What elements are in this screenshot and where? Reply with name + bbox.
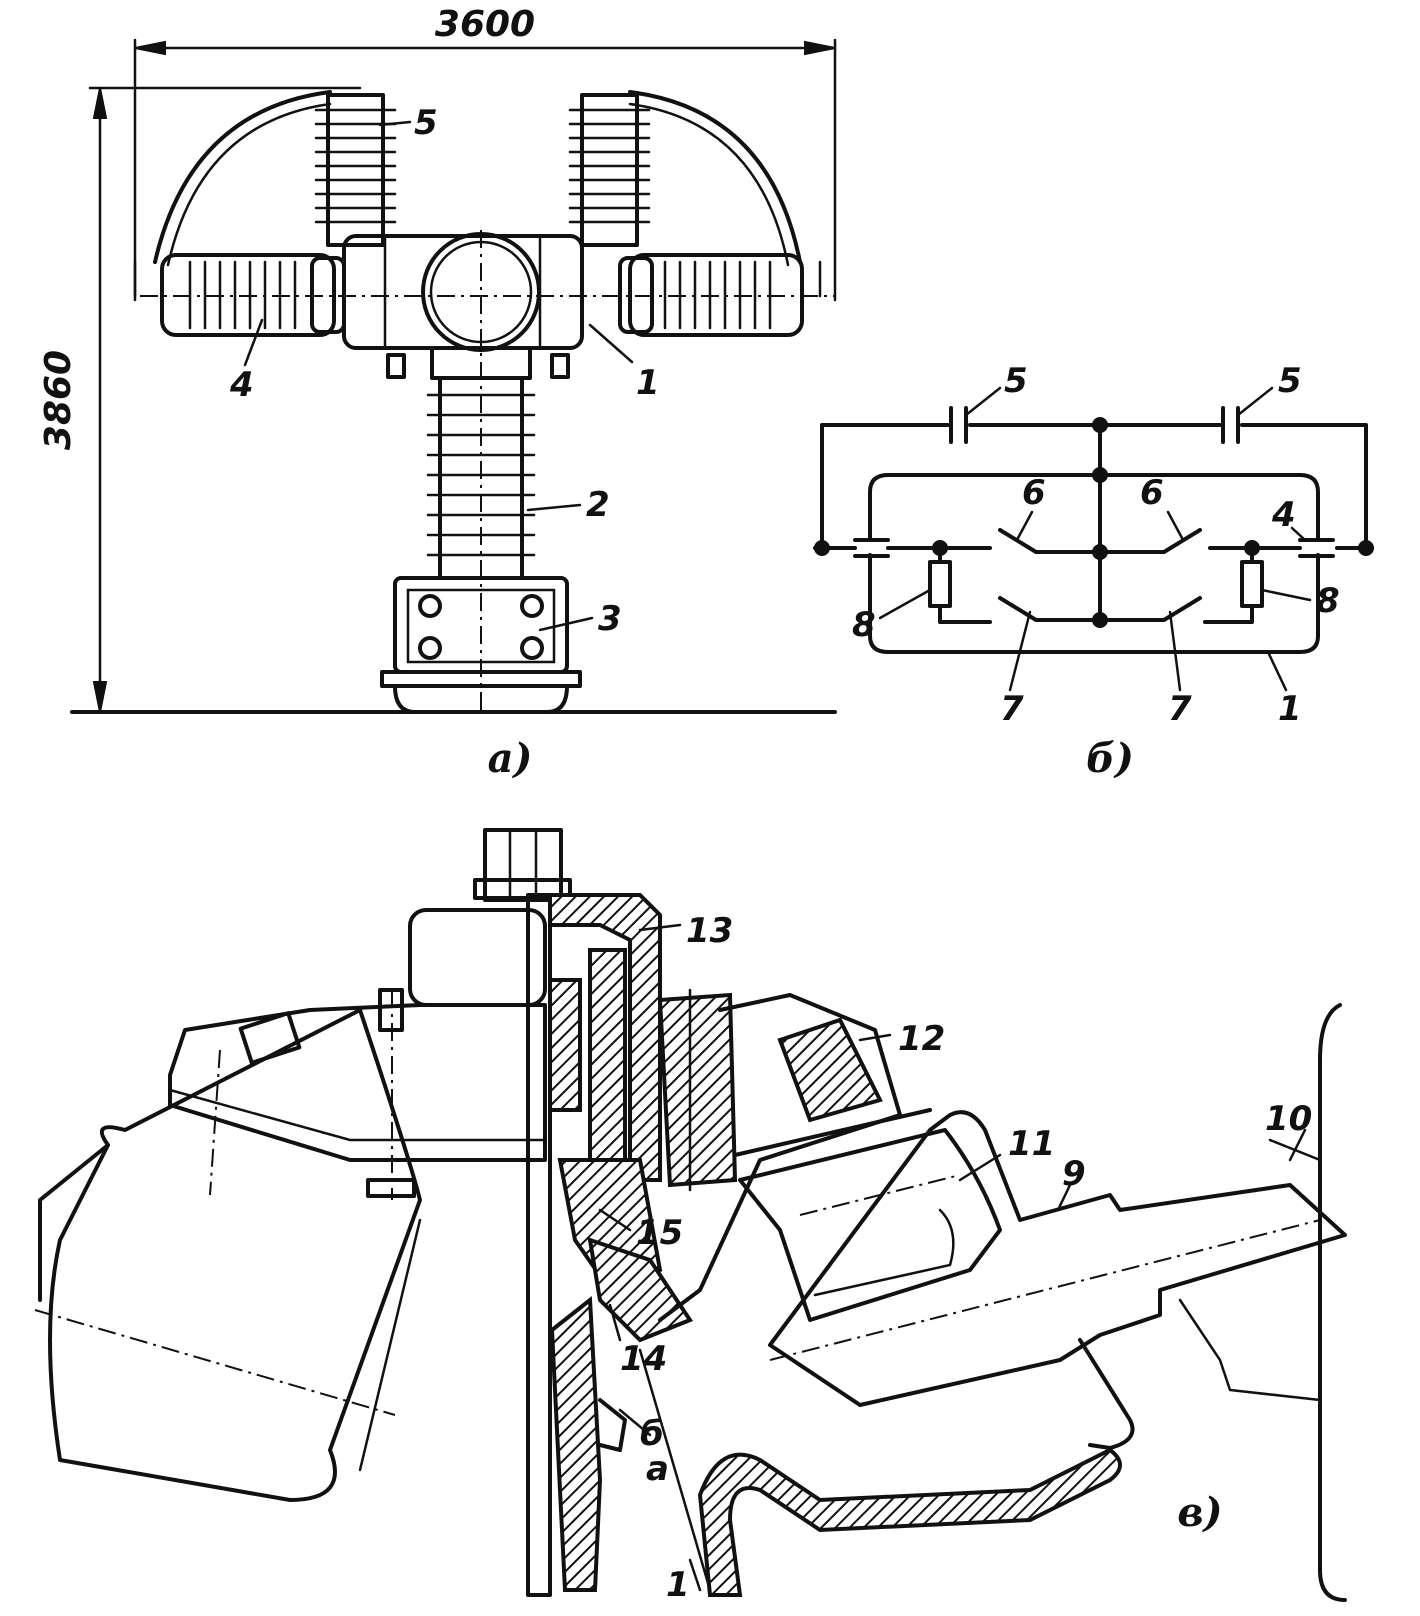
central-rod — [526, 893, 552, 1597]
label-b-section: б — [640, 1414, 664, 1454]
right-capacitor-insulator — [568, 93, 651, 247]
caption-b: б) — [1086, 735, 1134, 782]
resistor-left — [928, 560, 952, 608]
width-dimension: 3600 — [133, 4, 837, 302]
tank-wall-1 — [697, 1447, 1122, 1597]
upper-housing — [168, 1003, 547, 1162]
label-4-schematic: 4 — [1271, 495, 1296, 535]
label-10: 10 — [1265, 1099, 1312, 1139]
caption-a: а) — [488, 735, 533, 782]
contact-arm-9 — [768, 1110, 1347, 1407]
label-5-left: 5 — [1004, 361, 1028, 401]
figure-a-breaker-elevation: 3600 3860 — [38, 4, 837, 782]
right-interrupter-chamber — [618, 253, 804, 337]
lower-guide — [549, 1296, 603, 1592]
label-8-left: 8 — [852, 605, 876, 645]
label-12: 12 — [898, 1019, 945, 1059]
label-9: 9 — [1062, 1154, 1086, 1194]
label-11: 11 — [1008, 1124, 1055, 1164]
label-1: 1 — [636, 363, 660, 403]
top-nut — [473, 828, 572, 902]
label-a-section: а — [646, 1449, 669, 1489]
label-4: 4 — [229, 365, 254, 405]
label-5-right: 5 — [1278, 361, 1302, 401]
label-7-left: 7 — [1000, 689, 1024, 729]
metal-tank — [342, 232, 584, 352]
right-bus-arc — [628, 90, 802, 264]
label-7-right: 7 — [1168, 689, 1192, 729]
label-3: 3 — [598, 599, 622, 639]
figure-b-schematic: 5 5 4 6 6 — [813, 361, 1374, 782]
label-13: 13 — [686, 911, 733, 951]
height-dimension-value: 3860 — [38, 350, 79, 450]
label-14: 14 — [620, 1339, 667, 1379]
label-6-left: 6 — [1022, 473, 1046, 513]
contact-holder-11 — [738, 1128, 1002, 1322]
figure-v-section: 13 12 11 10 9 15 14 б а 1 в) — [34, 828, 1347, 1605]
label-8-right: 8 — [1316, 581, 1340, 621]
label-2: 2 — [586, 485, 610, 525]
width-dimension-value: 3600 — [435, 4, 535, 45]
left-chamber-body — [48, 1008, 422, 1502]
left-interrupter-chamber — [160, 253, 346, 337]
caption-v: в) — [1177, 1489, 1222, 1536]
resistor-right — [1240, 560, 1264, 608]
left-capacitor-insulator — [314, 93, 397, 247]
left-bus-arc — [153, 90, 332, 264]
label-5: 5 — [414, 103, 438, 143]
label-1-schematic: 1 — [1278, 689, 1302, 729]
label-6-right: 6 — [1140, 473, 1164, 513]
label-1-section: 1 — [666, 1565, 690, 1605]
label-15: 15 — [636, 1213, 683, 1253]
height-dimension: 3860 — [38, 86, 362, 714]
